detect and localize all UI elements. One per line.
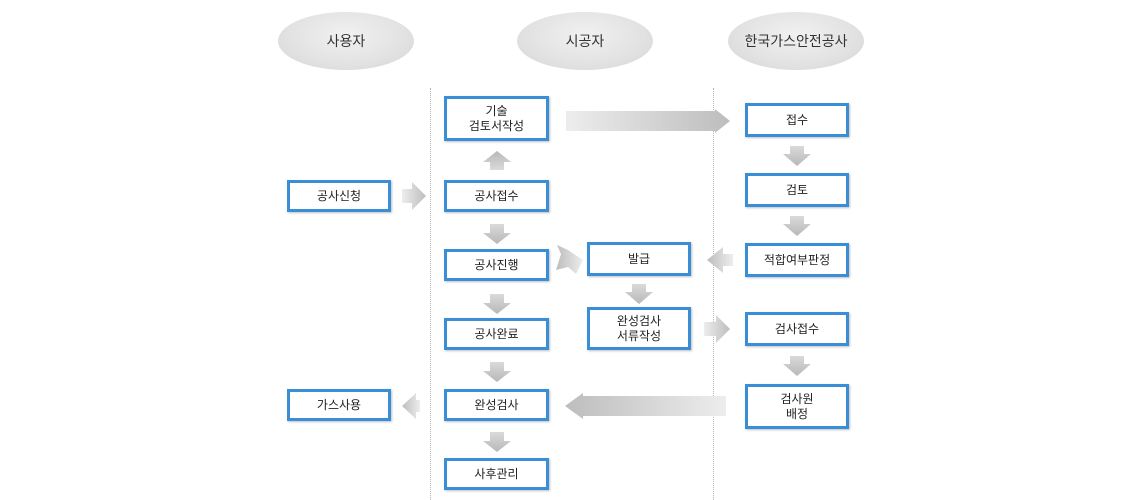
box-docs-line2: 서류작성 (616, 328, 662, 343)
arrow-kgs-down-1 (783, 146, 811, 166)
lane-divider-left (430, 88, 431, 500)
arrow-down-2 (483, 294, 511, 314)
header-kgs: 한국가스안전공사 (728, 12, 864, 70)
box-inspection: 완성검사 (444, 389, 549, 421)
box-complete: 공사완료 (444, 318, 549, 350)
arrow-up-receipt (483, 151, 511, 170)
arrow-inspection-to-gasuse (402, 393, 420, 419)
box-issue: 발급 (587, 242, 691, 276)
box-kgs-assign-line2: 배정 (785, 406, 809, 421)
box-kgs-assign: 검사원 배정 (745, 384, 849, 429)
box-tech-review-line1: 기술 (485, 103, 508, 118)
box-kgs-judge: 적합여부판정 (745, 243, 849, 277)
arrow-apply-to-receipt (402, 182, 426, 210)
box-tech-review: 기술 검토서작성 (444, 96, 549, 141)
arrow-down-1 (483, 224, 511, 244)
arrow-issue-to-docs (625, 284, 653, 304)
arrow-kgs-down-2 (783, 216, 811, 236)
arrow-review-to-kgs (566, 109, 730, 133)
box-kgs-review: 검토 (745, 173, 849, 207)
box-kgs-assign-line1: 검사원 (780, 391, 814, 406)
header-contractor: 시공자 (517, 12, 653, 70)
box-tech-review-line2: 검토서작성 (468, 118, 525, 133)
arrow-assign-to-inspection (565, 393, 726, 419)
box-kgs-insp-receipt: 검사접수 (745, 312, 849, 346)
box-kgs-receipt: 접수 (745, 103, 849, 137)
arrow-kgs-down-3 (783, 356, 811, 376)
arrow-issue-to-progress (556, 245, 583, 274)
arrow-docs-to-kgs (704, 315, 730, 343)
box-apply: 공사신청 (287, 180, 391, 212)
arrow-judge-to-issue (707, 247, 733, 273)
box-progress: 공사진행 (444, 249, 549, 281)
box-aftercare: 사후관리 (444, 458, 549, 490)
box-docs-line1: 완성검사 (616, 313, 662, 328)
header-user: 사용자 (278, 12, 414, 70)
arrow-down-3 (483, 362, 511, 382)
box-gas-use: 가스사용 (287, 389, 391, 421)
arrow-down-4 (483, 432, 511, 452)
box-receipt: 공사접수 (444, 180, 549, 212)
lane-divider-right (713, 88, 714, 500)
box-docs: 완성검사 서류작성 (587, 307, 691, 350)
